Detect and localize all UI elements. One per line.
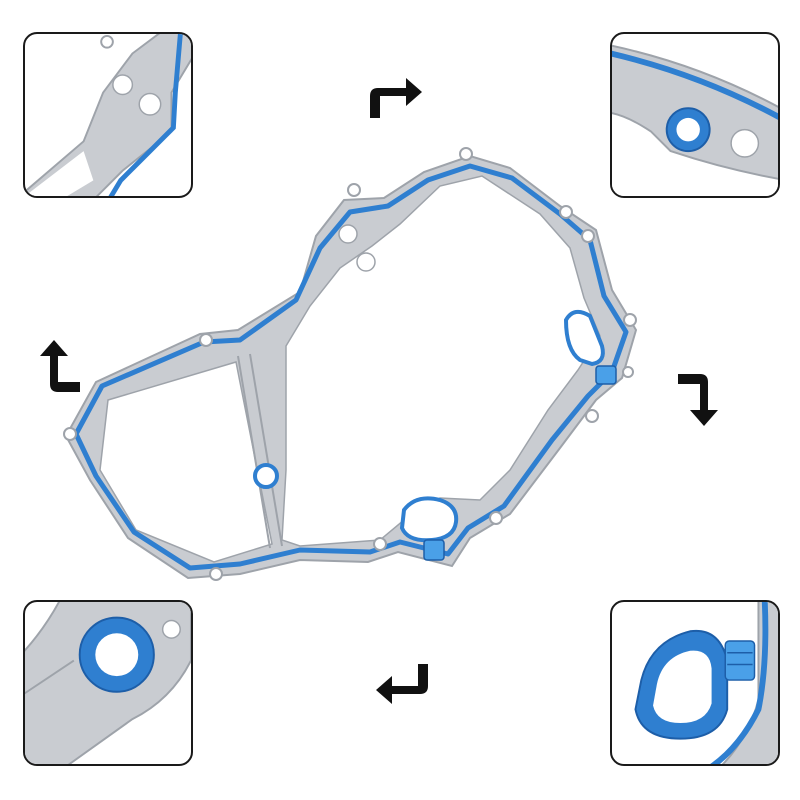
gasket-inner-bead-2 <box>249 353 283 547</box>
gasket-bottom-port <box>399 496 459 543</box>
gasket-tab-hole <box>373 537 387 551</box>
gasket-tab-hole <box>489 511 503 525</box>
gasket-tab-hole <box>209 567 223 581</box>
gasket-seal-tab <box>595 365 617 385</box>
inset-bottom-left-detail <box>25 602 191 764</box>
gasket-seal-ring <box>253 463 279 489</box>
gasket-tab-hole <box>63 427 77 441</box>
curved-arrow-down-icon <box>672 366 736 430</box>
gasket-tab-hole <box>622 366 634 378</box>
gasket-right-port <box>563 309 605 367</box>
inset-bottom-right-detail <box>634 602 778 764</box>
gasket-tab-hole <box>559 205 573 219</box>
inset-top-right <box>610 32 780 198</box>
inset-bottom-left <box>23 600 193 766</box>
gasket-tab-hole <box>585 409 599 423</box>
gasket-bolt-hole <box>356 252 376 272</box>
inset-bottom-right <box>610 600 780 766</box>
gasket-tab-hole <box>623 313 637 327</box>
gasket-tab-hole <box>199 333 213 347</box>
inset-top-left-detail <box>25 34 191 196</box>
gasket-tab-hole <box>581 229 595 243</box>
gasket-seal-tab <box>423 539 445 561</box>
curved-arrow-right-icon <box>362 68 426 132</box>
curved-arrow-up-icon <box>30 336 94 400</box>
gasket-bolt-hole <box>338 224 358 244</box>
inset-top-right-detail <box>612 44 778 196</box>
inset-top-left <box>23 32 193 198</box>
gasket-tab-hole <box>459 147 473 161</box>
gasket-tab-hole <box>347 183 361 197</box>
gasket-inner-bead <box>237 355 271 549</box>
gasket-left-opening <box>99 361 273 563</box>
curved-arrow-left-icon <box>372 650 436 714</box>
